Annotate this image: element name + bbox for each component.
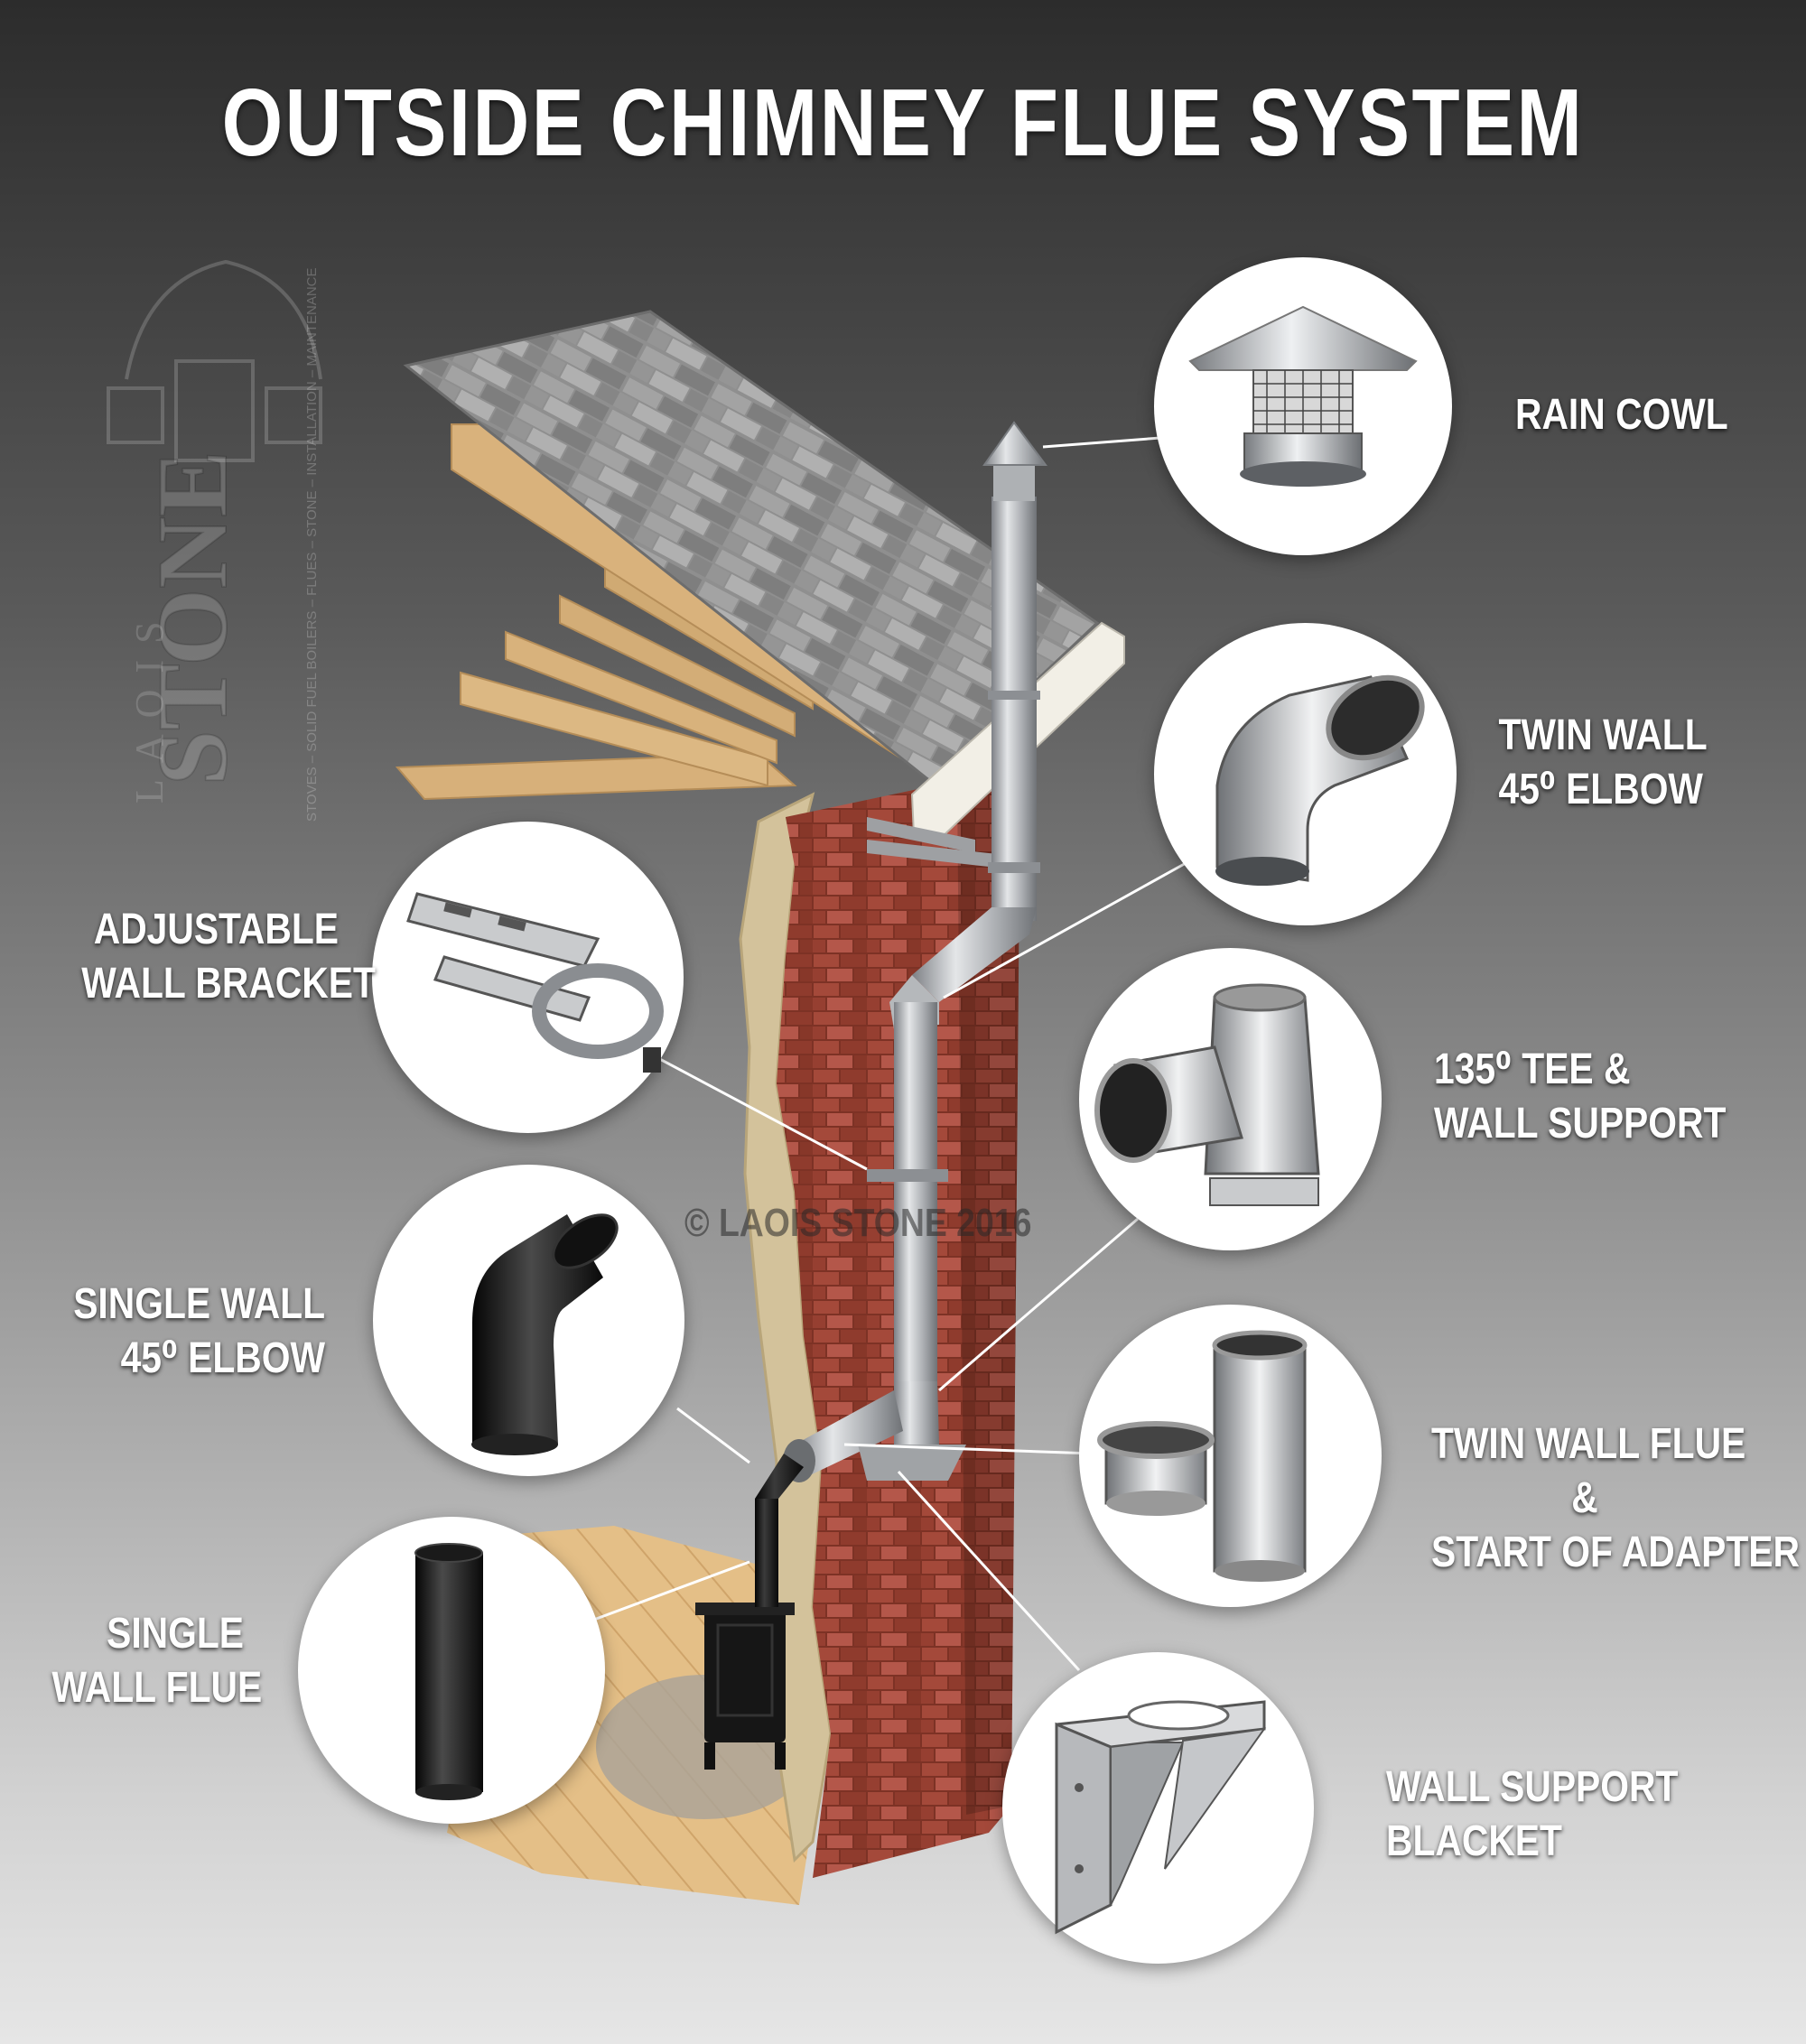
rain-cowl-label: RAIN COWL — [1515, 391, 1728, 439]
twin-wall-flue-circle — [1079, 1305, 1382, 1607]
single-wall-flue-circle — [298, 1517, 605, 1824]
page-title: OUTSIDE CHIMNEY FLUE SYSTEM — [221, 70, 1585, 176]
laois-stone-logo: STONE LAOIS STOVES – SOLID FUEL BOILERS … — [107, 259, 322, 822]
plaster-edge — [739, 792, 833, 1863]
twin-wall-flue-icon — [1097, 1330, 1308, 1582]
stove — [704, 1607, 786, 1742]
copyright-notice: © LAOIS STONE 2016 — [684, 1201, 1032, 1245]
twin-wall-elbow-circle — [1154, 623, 1457, 925]
single-wall-elbow-label: SINGLE WALL 45⁰ ELBOW — [73, 1280, 325, 1382]
wall-support-on-wall — [858, 1445, 966, 1481]
single-wall-elbow-icon — [471, 1213, 619, 1455]
rain-cowl-top — [982, 421, 1047, 466]
twin-wall-flue-label: TWIN WALL FLUE & START OF ADAPTER — [1431, 1420, 1800, 1576]
single-wall-flue-label: SINGLE WALL FLUE — [51, 1610, 263, 1712]
rain-cowl-circle — [1154, 257, 1452, 555]
tee-branch — [795, 1390, 903, 1476]
watermark-prefix: LAOIS — [127, 605, 172, 804]
watermark-tagline: STOVES – SOLID FUEL BOILERS – FLUES – ST… — [304, 267, 320, 822]
twin-wall-elbow-label: TWIN WALL 45⁰ ELBOW — [1498, 711, 1708, 813]
wall-support-icon — [1055, 1700, 1267, 1935]
single-wall-flue-installed — [755, 1499, 778, 1607]
tee-icon — [1094, 983, 1320, 1206]
twin-wall-flue-lower — [894, 1002, 937, 1390]
twin-wall-flue-upper — [991, 497, 1037, 921]
tee-label: 135⁰ TEE & WALL SUPPORT — [1434, 1045, 1727, 1147]
single-wall-elbow-circle — [373, 1165, 684, 1476]
single-wall-flue-icon — [414, 1543, 483, 1800]
adjustable-bracket-on-wall — [867, 1169, 948, 1182]
twin-wall-elbow-icon — [1215, 674, 1425, 886]
wall-support-label: WALL SUPPORT BLACKET — [1386, 1763, 1679, 1865]
wall-support-circle — [1002, 1652, 1314, 1964]
adjustable-bracket-label: ADJUSTABLE WALL BRACKET — [81, 906, 376, 1008]
adjustable-bracket-icon — [406, 892, 664, 1073]
adjustable-bracket-circle — [372, 822, 684, 1133]
tee-circle — [1079, 948, 1382, 1250]
watermark-brand: STONE — [137, 451, 247, 785]
connector-lines — [591, 436, 1188, 1672]
rain-cowl-icon — [1188, 305, 1418, 487]
